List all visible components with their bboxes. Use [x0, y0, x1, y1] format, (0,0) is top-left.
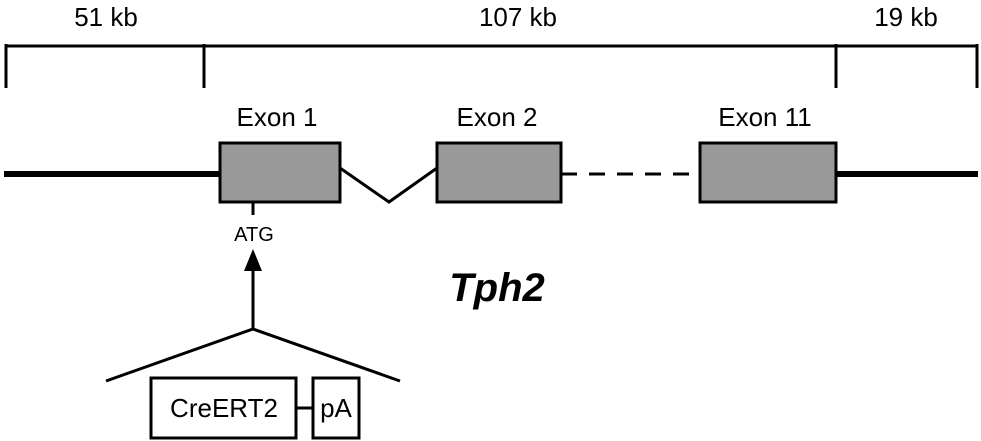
creert2-box [149, 376, 298, 440]
scale-label-51kb: 51 kb [74, 2, 138, 32]
cassette: CreERT2 pA [149, 376, 361, 440]
exon-2-box [435, 141, 563, 204]
exons: Exon 1 Exon 2 Exon 11 [218, 102, 838, 204]
scale-label-19kb: 19 kb [874, 2, 938, 32]
gene-backbone [4, 166, 978, 204]
insertion-arrow [105, 249, 401, 383]
exon-11-box [698, 141, 838, 204]
atg-label: ATG [234, 224, 274, 246]
exon-2-label: Exon 2 [457, 102, 538, 132]
intron-1 [339, 166, 438, 204]
insertion-wedge [105, 327, 401, 383]
exon-1-box [218, 141, 342, 204]
arrow-head [244, 249, 262, 271]
creert2-label: CreERT2 [170, 393, 278, 423]
start-codon-marker: ATG [234, 202, 274, 246]
exon-1-label: Exon 1 [237, 102, 318, 132]
scale-bar: 51 kb 107 kb 19 kb [4, 2, 979, 88]
pa-label: pA [320, 393, 352, 423]
pa-box [311, 376, 361, 440]
scale-label-107kb: 107 kb [479, 2, 557, 32]
gene-name-label: Tph2 [449, 266, 545, 310]
exon-11-label: Exon 11 [718, 102, 811, 132]
